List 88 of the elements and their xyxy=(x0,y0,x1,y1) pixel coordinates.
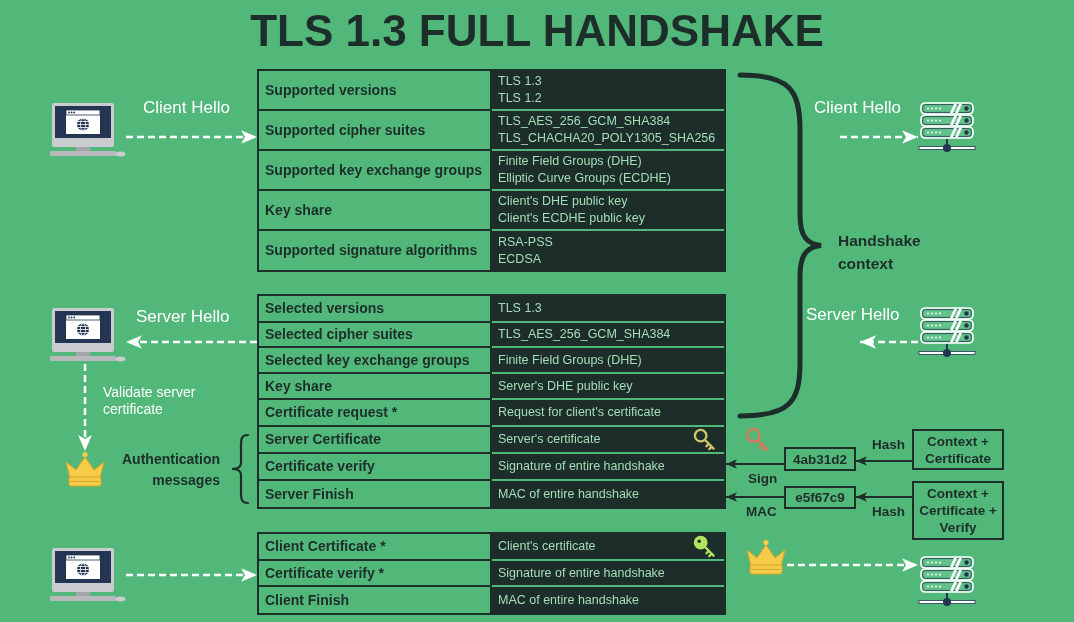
field-name: Server Finish xyxy=(265,485,354,503)
field-name: Client Finish xyxy=(265,591,349,609)
desktop-computer-icon xyxy=(50,548,126,604)
group-label: Authentication messages xyxy=(122,450,220,490)
message-row xyxy=(259,151,726,191)
field-value: TLS 1.3 xyxy=(498,73,542,90)
field-value: Finite Field Groups (DHE) xyxy=(498,351,642,369)
group-label: Handshake context xyxy=(838,231,921,274)
message-table xyxy=(257,69,726,272)
arrow xyxy=(126,335,257,349)
message-row xyxy=(259,454,726,481)
field-name: Selected cipher suites xyxy=(265,326,413,343)
field-value: TLS_AES_256_GCM_SHA384 xyxy=(498,326,671,343)
edge-label: Client Hello xyxy=(814,98,901,119)
process-box: Context + Certificate + Verify xyxy=(912,481,1004,540)
server-rack-icon xyxy=(918,556,976,607)
arrow xyxy=(787,558,918,572)
field-name: Client Certificate * xyxy=(265,538,386,555)
field-name: Key share xyxy=(265,377,332,395)
process-box: e5f67c9 xyxy=(784,486,856,509)
edge-label: Client Hello xyxy=(143,98,230,119)
field-name: Certificate request * xyxy=(265,404,398,421)
message-row xyxy=(259,296,726,323)
message-row xyxy=(259,534,726,561)
field-value: Server's certificate xyxy=(498,431,601,448)
desktop-computer-icon xyxy=(50,308,126,364)
field-value: MAC of entire handshake xyxy=(498,485,640,503)
crown-icon xyxy=(745,539,787,575)
arrow xyxy=(126,568,257,582)
edge-label: Hash xyxy=(872,437,905,454)
message-row xyxy=(259,191,726,231)
field-name: Certificate verify * xyxy=(265,564,385,582)
edge-label: Server Hello xyxy=(806,305,900,326)
crown-icon xyxy=(64,451,106,487)
desktop-computer-icon xyxy=(50,103,126,159)
field-name: Supported cipher suites xyxy=(265,121,426,139)
title: TLS 1.3 FULL HANDSHAKE xyxy=(250,6,824,56)
field-value: ECDSA xyxy=(498,250,542,268)
field-value: Server's DHE public key xyxy=(498,377,633,395)
edge-label: Validate server certificate xyxy=(103,384,197,418)
field-name: Selected key exchange groups xyxy=(265,351,470,369)
edge-label: Hash xyxy=(872,504,905,521)
arrow xyxy=(725,492,785,502)
field-name: Server Certificate xyxy=(265,431,381,448)
server-rack-icon xyxy=(918,307,976,358)
edge-label: Server Hello xyxy=(136,307,230,328)
field-value: Request for client's certificate xyxy=(498,404,661,421)
arrow xyxy=(725,459,785,469)
message-row xyxy=(259,400,726,427)
edge-label: MAC xyxy=(746,504,777,521)
arrow xyxy=(855,456,913,466)
field-name: Supported versions xyxy=(265,81,397,99)
field-value: Finite Field Groups (DHE) xyxy=(498,153,642,170)
message-row xyxy=(259,71,726,111)
field-value: Signature of entire handshake xyxy=(498,564,665,582)
message-row xyxy=(259,111,726,151)
field-name: Selected versions xyxy=(265,300,385,317)
arrow xyxy=(126,130,257,144)
message-row xyxy=(259,348,726,374)
edge-label: Sign xyxy=(748,471,778,488)
message-row xyxy=(259,374,726,400)
field-value: TLS_CHACHA20_POLY1305_SHA256 xyxy=(498,130,716,147)
arrow xyxy=(840,130,918,144)
server-rack-icon xyxy=(918,102,976,153)
message-row xyxy=(259,323,726,348)
field-name: Supported key exchange groups xyxy=(265,161,483,179)
process-box: Context + Certificate xyxy=(912,429,1004,470)
message-row xyxy=(259,561,726,587)
field-value: RSA-PSS xyxy=(498,233,553,251)
field-value: Signature of entire handshake xyxy=(498,458,665,475)
field-value: Client's DHE public key xyxy=(498,193,628,210)
field-value: TLS_AES_256_GCM_SHA384 xyxy=(498,113,671,130)
field-value: TLS 1.3 xyxy=(498,300,542,317)
field-name: Key share xyxy=(265,201,332,219)
arrow xyxy=(860,335,918,349)
arrow xyxy=(855,492,913,502)
field-value: MAC of entire handshake xyxy=(498,591,640,609)
field-value: TLS 1.2 xyxy=(498,90,542,107)
process-box: 4ab31d2 xyxy=(784,447,856,471)
message-row xyxy=(259,427,726,454)
message-table xyxy=(257,294,726,509)
field-value: Elliptic Curve Groups (ECDHE) xyxy=(498,170,671,187)
field-name: Supported signature algorithms xyxy=(265,242,478,259)
field-value: Client's ECDHE public key xyxy=(498,210,645,227)
arrow xyxy=(78,364,92,451)
field-name: Certificate verify xyxy=(265,458,375,475)
field-value: Client's certificate xyxy=(498,538,596,555)
message-table xyxy=(257,532,726,615)
